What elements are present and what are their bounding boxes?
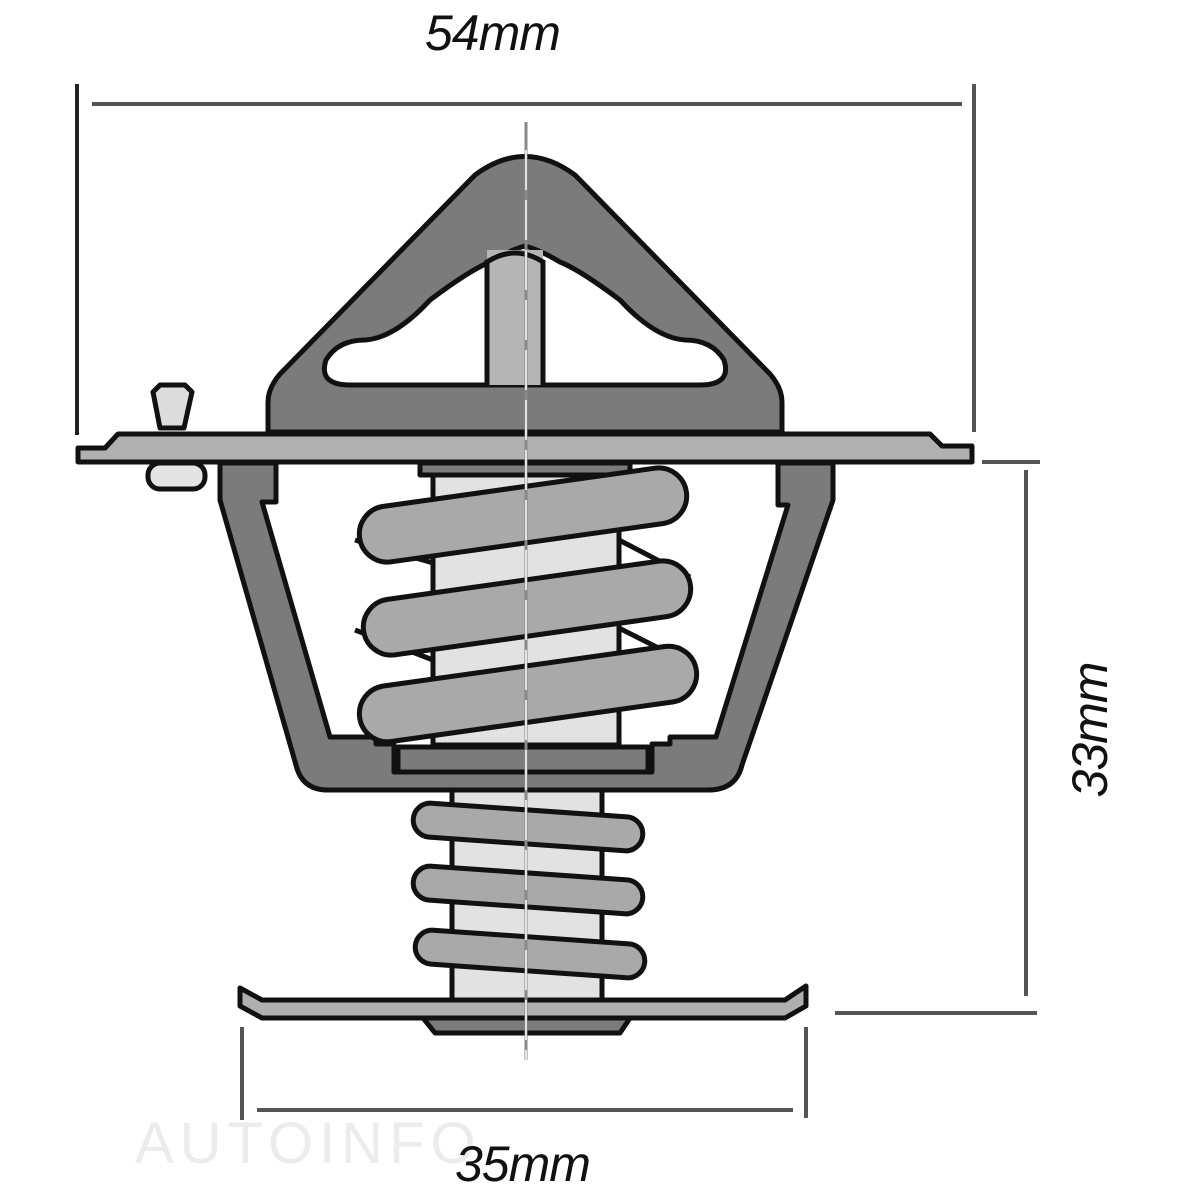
bypass-spring-coil-2 bbox=[410, 863, 646, 917]
jiggle-valve-base bbox=[145, 460, 208, 492]
valve-seat bbox=[395, 744, 651, 775]
bypass-plate bbox=[237, 983, 809, 1021]
dimension-label-33mm: 33mm bbox=[1062, 662, 1118, 798]
dimension-lines bbox=[75, 84, 1040, 1120]
jiggle-valve bbox=[150, 382, 195, 431]
main-spring-coil-3 bbox=[356, 643, 700, 745]
bypass-spring-coil-1 bbox=[410, 800, 646, 854]
dimension-label-54mm: 54mm bbox=[425, 5, 561, 61]
valve-cup bbox=[217, 460, 836, 793]
center-pin bbox=[487, 250, 543, 385]
bypass-spring-coil-3 bbox=[412, 927, 648, 981]
watermark: AUTOINFO bbox=[135, 1111, 482, 1176]
dimension-label-35mm: 35mm bbox=[455, 1136, 591, 1192]
